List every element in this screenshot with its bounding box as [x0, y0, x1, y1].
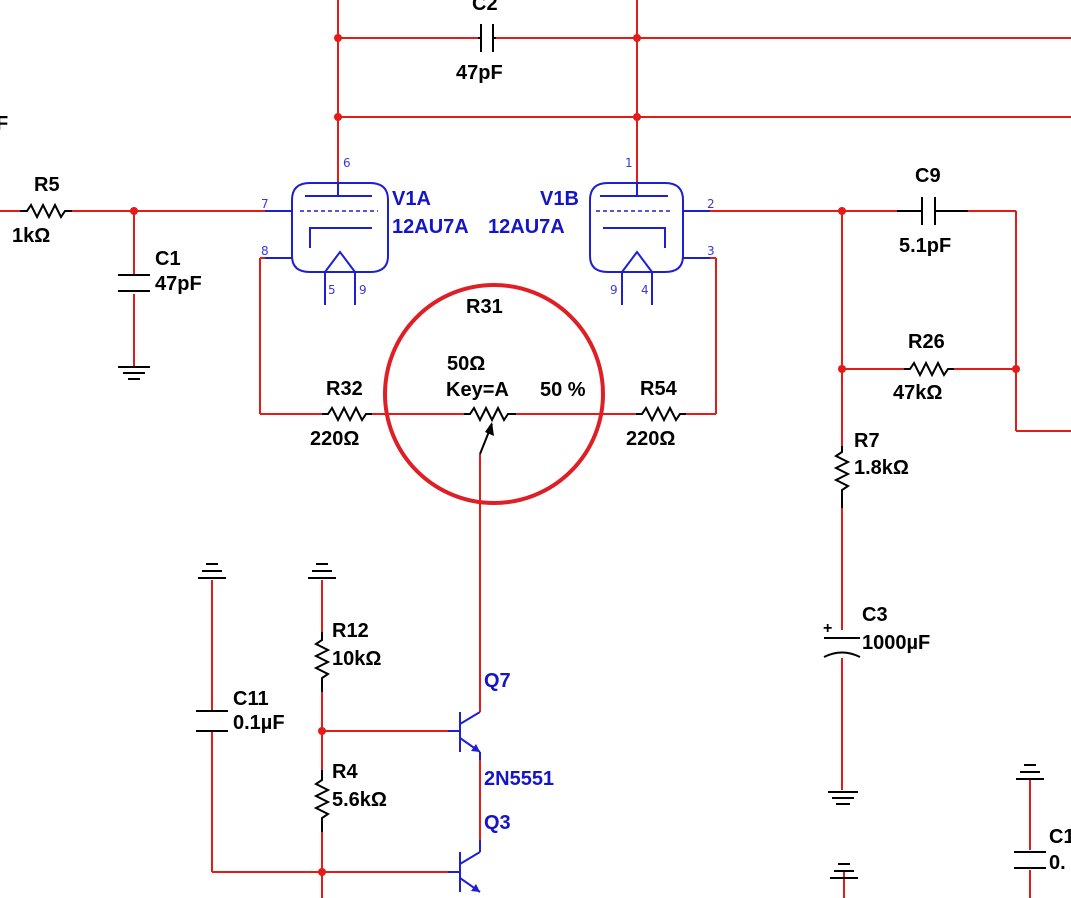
r7-value: 1.8kΩ [854, 457, 909, 479]
r32-value: 220Ω [310, 428, 359, 450]
resistor-r32[interactable]: R32 220Ω [310, 378, 372, 450]
c-edge-value: 0. [1049, 852, 1066, 874]
v1b-pin-2: 2 [707, 197, 715, 211]
v1b-ref: V1B [540, 188, 579, 210]
c3-ref: C3 [862, 604, 888, 626]
edge-label: F [0, 113, 8, 135]
v1a-pin-5: 5 [328, 283, 336, 297]
c9-value: 5.1pF [899, 235, 951, 257]
resistor-r54[interactable]: R54 220Ω [626, 378, 686, 450]
wiper-arrow-icon [485, 422, 494, 436]
ground-symbols [118, 366, 1044, 879]
capacitor-edge[interactable]: C1 0. [1014, 826, 1071, 874]
ground-icon [1016, 764, 1044, 780]
r12-ref: R12 [332, 620, 369, 642]
r5-value: 1kΩ [12, 225, 50, 247]
highlight-circle [383, 283, 605, 505]
q7-ref: Q7 [484, 670, 511, 692]
ground-icon [118, 366, 150, 380]
emitter-arrow-icon [471, 884, 480, 892]
v1a-pin-8: 8 [261, 244, 269, 258]
v1a-model: 12AU7A [392, 216, 469, 238]
ground-icon [198, 563, 226, 579]
r26-ref: R26 [908, 331, 945, 353]
r54-value: 220Ω [626, 428, 675, 450]
capacitor-c2[interactable]: C2 47pF [456, 0, 503, 84]
c2-ref: C2 [472, 0, 498, 15]
v1b-pin-4: 4 [641, 283, 649, 297]
ground-icon [830, 863, 858, 879]
emitter-arrow-icon [471, 744, 480, 752]
resistor-r26[interactable]: R26 47kΩ [893, 331, 954, 404]
c1-value: 47pF [155, 273, 202, 295]
capacitor-c1[interactable]: C1 47pF [118, 248, 202, 295]
r31-ref: R31 [466, 296, 503, 318]
c3-value: 1000µF [862, 632, 930, 654]
c1-ref: C1 [155, 248, 181, 270]
r31-percent: 50 % [540, 379, 586, 401]
resistor-r7[interactable]: R7 1.8kΩ [833, 430, 909, 508]
c9-ref: C9 [915, 165, 941, 187]
transistor-q3[interactable]: Q3 [448, 812, 511, 893]
r26-value: 47kΩ [893, 382, 942, 404]
r31-value: 50Ω [447, 353, 485, 375]
tube-v1a[interactable]: 6 7 8 5 9 V1A 12AU7A [261, 156, 469, 305]
transistor-q7[interactable]: Q7 2N5551 [448, 670, 554, 790]
potentiometer-r31[interactable]: R31 50Ω Key=A 50 % [446, 296, 586, 455]
c-edge-ref: C1 [1049, 826, 1071, 848]
r31-key: Key=A [446, 379, 509, 401]
v1a-ref: V1A [392, 188, 431, 210]
resistor-r12[interactable]: R12 10kΩ [313, 620, 381, 692]
r4-value: 5.6kΩ [332, 789, 387, 811]
r4-ref: R4 [332, 761, 358, 783]
resistor-r4[interactable]: R4 5.6kΩ [313, 761, 387, 832]
resistor-r5[interactable]: R5 1kΩ [12, 174, 72, 247]
v1a-pin-9: 9 [359, 283, 367, 297]
q3-ref: Q3 [484, 812, 511, 834]
capacitor-c9[interactable]: C9 5.1pF [897, 165, 968, 257]
r32-ref: R32 [326, 378, 363, 400]
c2-value: 47pF [456, 62, 503, 84]
tube-v1b[interactable]: 1 2 3 9 4 V1B 12AU7A [488, 156, 715, 305]
c3-polarity: + [823, 620, 832, 637]
r5-ref: R5 [34, 174, 60, 196]
junctions [130, 34, 1020, 876]
c11-ref: C11 [233, 688, 269, 710]
v1b-model: 12AU7A [488, 216, 565, 238]
v1b-pin-3: 3 [707, 244, 715, 258]
c11-value: 0.1µF [233, 712, 285, 734]
ground-icon [828, 791, 858, 805]
v1b-pin-1: 1 [625, 156, 633, 170]
r7-ref: R7 [854, 430, 880, 452]
r54-ref: R54 [640, 378, 678, 400]
v1a-pin-7: 7 [261, 197, 269, 211]
v1a-pin-6: 6 [343, 156, 351, 170]
q7-model: 2N5551 [484, 768, 554, 790]
r12-value: 10kΩ [332, 648, 381, 670]
ground-icon [308, 563, 336, 579]
capacitor-c11[interactable]: C11 0.1µF [196, 688, 285, 734]
v1b-pin-9: 9 [610, 283, 618, 297]
capacitor-c3[interactable]: + C3 1000µF [823, 604, 930, 658]
